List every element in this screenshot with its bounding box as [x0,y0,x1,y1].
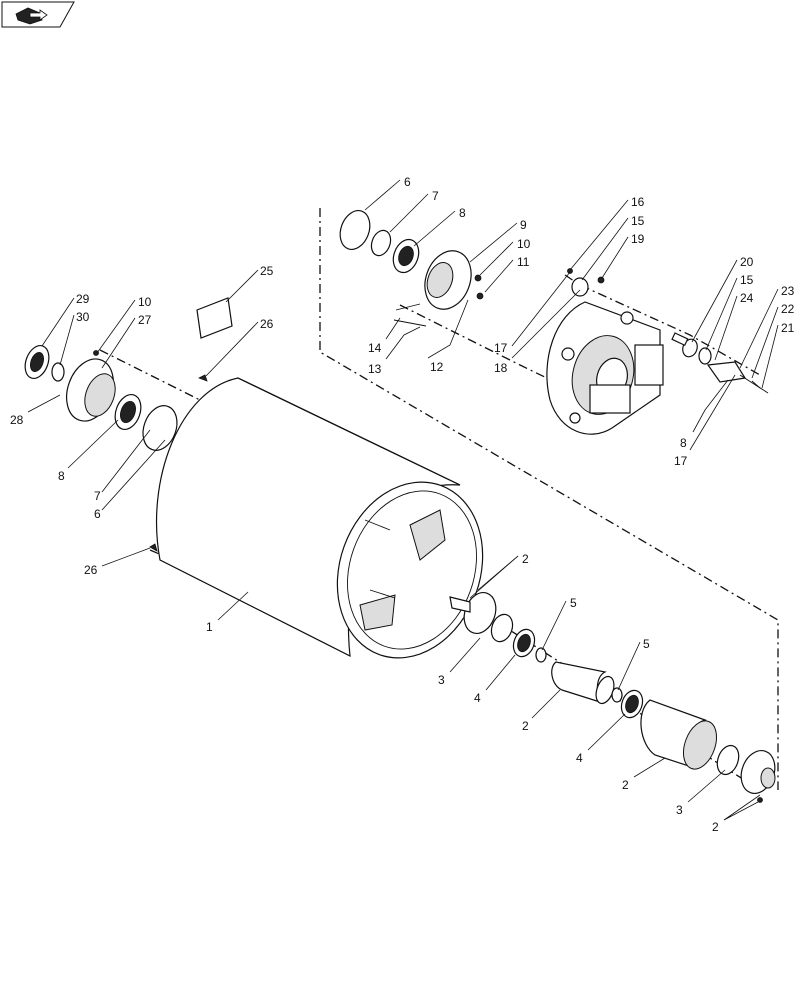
callout-c-12: 12 [430,360,444,374]
callout-c-6-left: 6 [94,507,101,521]
callout-c-11: 11 [517,255,530,269]
callout-c-3-a: 3 [438,673,445,687]
callout-c-8-left: 8 [58,469,65,483]
callout-c-14: 14 [368,341,382,355]
callout-c-22: 22 [781,302,795,316]
callout-c-26-top: 26 [260,317,274,331]
callout-c-20: 20 [740,255,754,269]
callout-c-2-a: 2 [522,552,529,566]
callout-c-18: 18 [494,361,508,375]
callout-c-15-a: 15 [631,214,645,228]
callout-c-7-top: 7 [432,189,439,203]
decal [149,297,233,552]
callout-c-26-left: 26 [84,563,98,577]
drum-shell [156,377,484,659]
callout-c-2-c: 2 [622,778,629,792]
callout-c-13: 13 [368,362,382,376]
callout-c-17-b: 17 [674,454,688,468]
callout-c-15-b: 15 [740,273,754,287]
callout-c-19: 19 [631,232,645,246]
callout-c-3-b: 3 [676,803,683,817]
callout-c-10-left: 10 [138,295,152,309]
callout-c-23: 23 [781,284,795,298]
callout-c-30: 30 [76,310,90,324]
top-bearing-flange [339,210,484,327]
callout-c-29: 29 [76,292,90,306]
callout-c-10-top: 10 [517,237,531,251]
callout-c-5-b: 5 [643,637,650,651]
callout-c-2-d: 2 [712,820,719,834]
drive-plate-assembly [546,268,769,435]
callout-c-25: 25 [260,264,274,278]
callout-c-16: 16 [631,195,645,209]
callout-c-1: 1 [206,620,213,634]
callout-c-21: 21 [781,321,795,335]
callout-c-27: 27 [138,313,152,327]
callout-c-5-a: 5 [570,596,577,610]
callout-c-2-b: 2 [522,719,529,733]
callout-c-4-b: 4 [576,751,583,765]
callout-c-8-top: 8 [459,206,466,220]
folder-arrow-icon[interactable] [1,1,75,28]
callout-c-6-top: 6 [404,175,411,189]
callout-c-24: 24 [740,291,754,305]
callout-c-9: 9 [520,218,527,232]
left-bearing-flange [24,344,178,451]
callout-c-17-a: 17 [494,341,508,355]
leader-lines [27,179,779,821]
callout-c-8-right: 8 [680,436,687,450]
callout-c-28: 28 [10,413,24,427]
shaft-drive-parts [449,592,776,803]
callout-c-7-left: 7 [94,489,101,503]
callout-c-4-a: 4 [474,691,481,705]
